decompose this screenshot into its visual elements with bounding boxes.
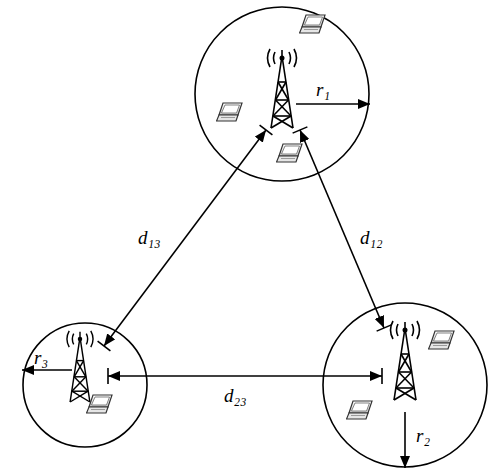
distance-line (104, 130, 266, 346)
distance-arrow (98, 125, 273, 351)
cell-boundary (195, 7, 369, 181)
base-station-tower (67, 331, 93, 402)
user-laptop (87, 395, 113, 413)
distance-label: d₁₂ (360, 228, 383, 247)
end-bar (377, 325, 392, 331)
radius-label: r₂ (416, 426, 430, 445)
user-laptop (277, 144, 303, 162)
cell-boundary (323, 303, 487, 467)
distance-arrow (293, 127, 392, 331)
distance-label: d₁₃ (138, 228, 161, 247)
base-station-tower (268, 49, 297, 128)
user-laptop (429, 331, 455, 349)
base-station-tower (391, 321, 420, 400)
cell-boundary (23, 323, 147, 447)
user-laptop (300, 15, 326, 33)
radius-label: r₃ (34, 348, 48, 367)
radius-label: r₁ (316, 80, 330, 99)
distance-line (300, 130, 384, 328)
radius-arrow (404, 412, 406, 468)
end-bar (293, 127, 308, 133)
user-laptop (217, 103, 243, 121)
radius-arrow (296, 103, 370, 105)
end-bar (98, 341, 111, 351)
radius-arrow (22, 369, 72, 371)
distance-label: d₂₃ (224, 386, 247, 405)
cell-circle: r₃ (22, 322, 148, 448)
distance-line (108, 375, 382, 377)
end-bar (381, 368, 383, 384)
user-laptop (347, 401, 373, 419)
end-bar (107, 368, 109, 384)
distance-arrow (108, 368, 382, 384)
cell-outline (22, 322, 148, 448)
